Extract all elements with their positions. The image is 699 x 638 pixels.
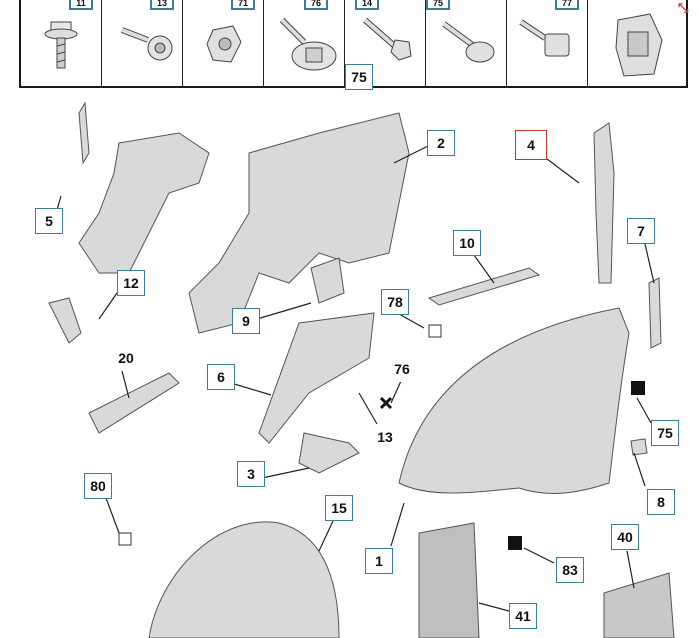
fastener-tab: 76: [304, 0, 328, 10]
fastener-tab: 14: [355, 0, 379, 10]
fastener-cell-screw-e[interactable]: 14: [345, 0, 426, 86]
callout-76[interactable]: 76: [388, 356, 416, 382]
flanged-screw-icon: [44, 21, 78, 69]
part-12-gusset: [48, 297, 82, 344]
self-tapping-screw-icon: [120, 27, 173, 61]
callout-12[interactable]: 12: [117, 270, 145, 296]
fastener-cell-screw-f[interactable]: 75: [426, 0, 507, 86]
fastener-cell-screw-b[interactable]: 13: [102, 0, 183, 86]
part-1-fender: [398, 307, 630, 494]
callout-1[interactable]: 1: [365, 548, 393, 574]
plastic-clip-icon: [519, 19, 570, 57]
part-15-liner: [148, 521, 340, 638]
square-clip-marker-75: [631, 381, 645, 395]
callout-4[interactable]: 4: [515, 130, 547, 160]
part-5-wheelarch-rear: [78, 101, 90, 165]
fastener-cell-bracket-h[interactable]: ⤡: [588, 0, 688, 86]
hex-screw-icon: [363, 17, 412, 61]
part-41-grille: [418, 522, 480, 638]
fastener-tab: 75: [426, 0, 450, 10]
flange-bolt-icon: [442, 21, 495, 63]
callout-6[interactable]: 6: [207, 364, 235, 390]
fastener-tab: 13: [150, 0, 174, 10]
callout-2[interactable]: 2: [427, 130, 455, 156]
callout-78[interactable]: 78: [381, 289, 409, 315]
fastener-cell-screw-a[interactable]: 11: [21, 0, 102, 86]
part-40-plate: [603, 572, 675, 638]
callout-75[interactable]: 75: [651, 420, 679, 446]
callout-80[interactable]: 80: [84, 473, 112, 499]
callout-20[interactable]: 20: [112, 345, 140, 371]
fender-clip-markers: [118, 324, 645, 550]
part-2-quarter-panel: [188, 112, 410, 334]
fastener-cell-nut-c[interactable]: 71: [183, 0, 264, 86]
cross-marker-76: [379, 396, 393, 410]
part-9-bracket: [310, 257, 345, 304]
callout-9[interactable]: 9: [232, 308, 260, 334]
callout-3[interactable]: 3: [237, 461, 265, 487]
callout-83[interactable]: 83: [556, 557, 584, 583]
callout-75-strip[interactable]: 75: [345, 64, 373, 90]
callout-10[interactable]: 10: [453, 230, 481, 256]
cage-nut-icon: [206, 25, 242, 63]
part-20-beam: [88, 372, 180, 434]
fastener-tab: 71: [231, 0, 255, 10]
callout-40[interactable]: 40: [611, 524, 639, 550]
square-clip-marker-80: [118, 532, 132, 546]
fastener-tab: 77: [555, 0, 579, 10]
callout-13[interactable]: 13: [371, 424, 399, 450]
washer-screw-icon: [279, 17, 337, 71]
part-3-bracket: [298, 432, 360, 474]
fastener-cell-screw-d[interactable]: 76: [264, 0, 345, 86]
bracket-icon: [615, 13, 663, 77]
callout-15[interactable]: 15: [325, 495, 353, 521]
part-4-pillar: [593, 122, 615, 284]
fastener-cell-clip-g[interactable]: 77: [507, 0, 588, 86]
callout-8[interactable]: 8: [647, 489, 675, 515]
part-5-wheelarch-liner: [78, 132, 210, 274]
square-clip-marker-78: [428, 324, 442, 338]
part-8-clip: [630, 438, 648, 456]
callout-5[interactable]: 5: [35, 208, 63, 234]
part-6-rail: [258, 312, 375, 444]
square-clip-marker-83: [508, 536, 522, 550]
expand-icon[interactable]: ⤡: [678, 0, 689, 15]
callout-41[interactable]: 41: [509, 603, 537, 629]
part-7-bracket: [648, 277, 662, 349]
callout-7[interactable]: 7: [627, 218, 655, 244]
fastener-tab: 11: [69, 0, 93, 10]
part-10-rail: [427, 267, 541, 306]
